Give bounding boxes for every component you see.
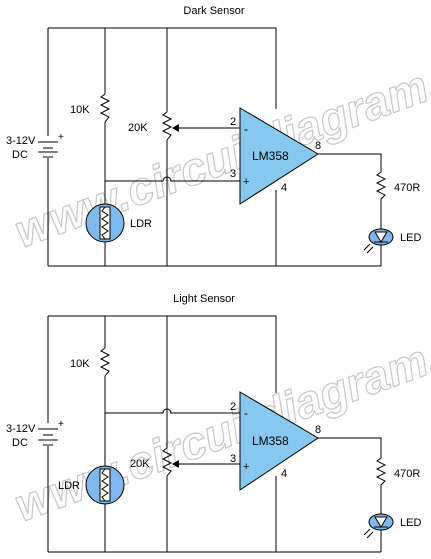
ldr-sensor-2 [85,465,125,505]
pot-resistor-2 [161,447,173,477]
dark-sensor-circuit: Dark Sensor + 3-12V DC 10K 3 LDR [6,5,421,267]
ldr-label-2: LDR [58,480,80,492]
supply-type-label: DC [12,149,28,161]
led-diode [363,228,394,254]
battery-plus-label-2: + [58,419,64,430]
led-label-2: LED [400,517,421,529]
dark-sensor-title: Dark Sensor [183,5,244,17]
battery-symbol [38,141,58,158]
output-wire [318,153,382,172]
r2-resistor [375,171,387,229]
supply-voltage-label-2: 3-12V [6,423,36,435]
top-rail-wire [48,27,277,109]
battery-symbol-2 [38,428,58,446]
watermark-text: www.circuitdiagram.org [8,30,431,258]
r2-resistor-2 [375,457,387,514]
pin2-label: 2 [230,116,236,128]
r1-resistor-2 [99,347,111,377]
pin4-label: 4 [281,182,287,194]
opamp-plus-sign-2: + [243,461,249,473]
led-diode-2 [363,513,394,539]
supply-type-label-2: DC [12,437,28,449]
top-rail-wire-2 [48,315,277,393]
r1-label: 10K [70,104,90,116]
r1-resistor [99,93,111,123]
opamp-ic-label: LM358 [252,149,289,163]
r2-label-2: 470R [394,468,420,480]
opamp-minus-sign-2: - [244,406,248,420]
supply-voltage-label: 3-12V [6,135,36,147]
pot-label: 20K [128,122,148,134]
opamp-plus-sign: + [243,176,249,188]
pin4-label-2: 4 [281,468,287,480]
opamp-ic-label-2: LM358 [252,434,289,448]
battery-plus-label: + [58,132,64,143]
light-sensor-circuit: Light Sensor + 3-12V DC 10K 2 LDR [6,293,421,553]
pin3-label-2: 3 [230,453,236,465]
output-wire-2 [318,437,382,458]
opamp-triangle-2 [239,391,319,491]
pin8-label: 8 [315,140,321,152]
ldr-sensor [85,203,125,243]
led-label: LED [400,232,421,244]
pot-wiper-arrow-2 [172,460,179,468]
pot-resistor [161,111,173,141]
pin8-label-2: 8 [315,424,321,436]
opamp-triangle [239,107,319,205]
opamp-minus-sign: - [244,122,248,136]
light-sensor-title: Light Sensor [173,293,235,305]
ldr-label: LDR [130,218,152,230]
pin2-label-2: 2 [230,401,236,413]
pot-wiper-arrow [172,124,179,132]
pin3-label: 3 [230,168,236,180]
pot-label-2: 20K [130,458,150,470]
watermark-text-lower: www.circuitdiagram.org [8,304,431,532]
r1-label-2: 10K [70,358,90,370]
r2-label: 470R [394,182,420,194]
